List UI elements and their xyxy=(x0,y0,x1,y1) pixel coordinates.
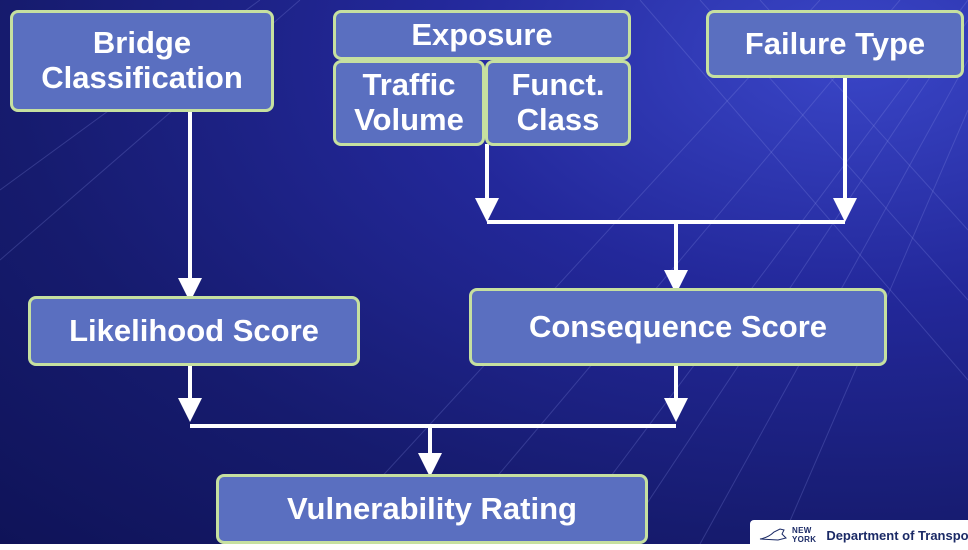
bridge-classification-label: Bridge Classification xyxy=(41,25,243,95)
traffic-volume-box: Traffic Volume xyxy=(333,60,485,146)
vulnerability-rating-label: Vulnerability Rating xyxy=(287,490,577,526)
consequence-score-box: Consequence Score xyxy=(469,288,887,366)
failure-type-label: Failure Type xyxy=(744,25,926,61)
likelihood-score-label: Likelihood Score xyxy=(69,312,319,348)
bridge-classification-box: Bridge Classification xyxy=(10,10,274,112)
vulnerability-rating-box: Vulnerability Rating xyxy=(216,474,648,544)
exposure-label: Exposure xyxy=(411,16,553,52)
consequence-score-label: Consequence Score xyxy=(528,308,828,344)
logo-state-text: NEW YORK xyxy=(792,526,817,544)
nysdot-logo: NEW YORK Department of Transportation xyxy=(750,520,968,550)
exposure-box: Exposure xyxy=(333,10,631,60)
likelihood-score-box: Likelihood Score xyxy=(28,296,360,366)
funct-class-box: Funct. Class xyxy=(485,60,631,146)
logo-department-text: Department of Transportation xyxy=(826,527,968,543)
ny-state-outline-icon xyxy=(759,528,787,541)
failure-type-box: Failure Type xyxy=(706,10,964,78)
funct-class-label: Funct. Class xyxy=(511,67,605,137)
traffic-volume-label: Traffic Volume xyxy=(354,67,464,137)
